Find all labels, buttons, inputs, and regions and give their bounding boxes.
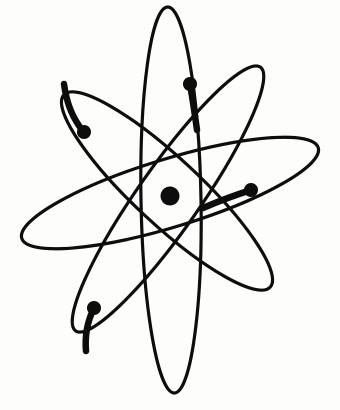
electron-lower-left — [87, 301, 101, 315]
nucleus — [161, 187, 180, 206]
electron-right — [244, 183, 258, 197]
electron-upper-left — [77, 125, 91, 139]
electron-top — [183, 77, 197, 91]
